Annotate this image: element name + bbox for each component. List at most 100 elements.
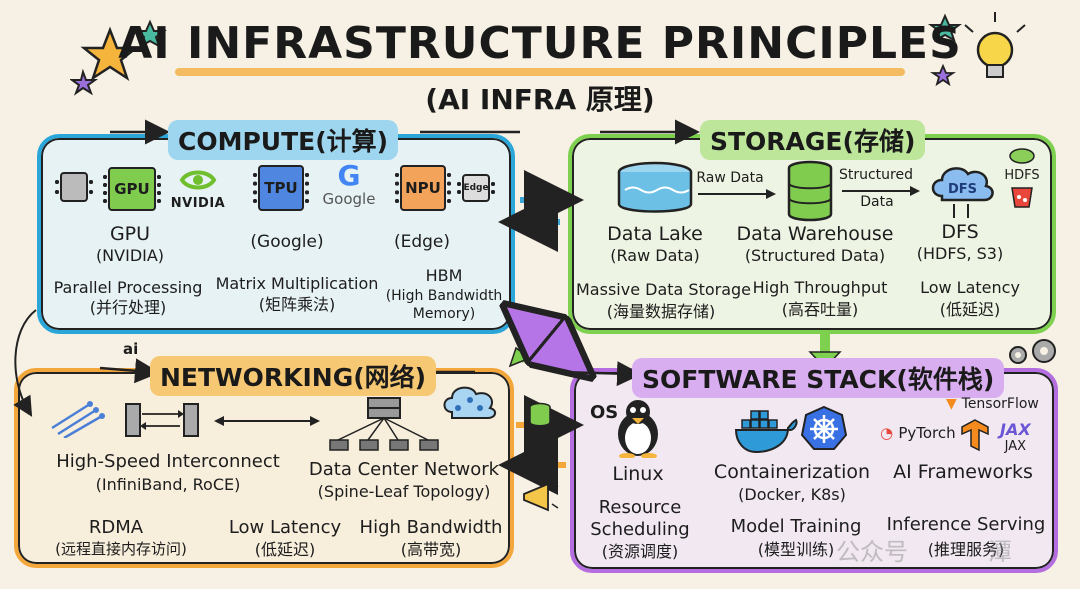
tpu-sub-label: (Google)	[250, 232, 324, 252]
hdfs-logo-icon: HDFS	[998, 146, 1046, 213]
dfs-sub: (HDFS, S3)	[916, 244, 1004, 263]
pytorch-logo: ◔ PyTorch	[880, 424, 956, 442]
cpu-chip-icon	[55, 172, 93, 202]
docker-whale-icon	[734, 410, 798, 454]
database-icon	[787, 160, 833, 222]
software-panel	[570, 368, 1058, 573]
gear-icon	[1009, 339, 1056, 364]
jax-icon: JAX	[1000, 420, 1031, 439]
edge-chip-icon: Edge	[457, 174, 495, 202]
cloud-network-icon	[443, 386, 496, 419]
hdfs-logo-text: HDFS	[1004, 168, 1040, 183]
google-logo-icon: G Google	[318, 162, 380, 209]
tensorflow-icon: ▼	[946, 396, 962, 412]
containerization-label: Containerization	[713, 461, 871, 483]
storage-feature-latency-cn: (低延迟)	[939, 300, 1001, 319]
compute-feature-matrix: Matrix Multiplication	[215, 274, 379, 293]
storage-feature-throughput: High Throughput	[752, 278, 888, 297]
google-logo-text: Google	[322, 190, 376, 208]
software-feature-training-cn: (模型训练)	[757, 540, 835, 559]
tensorflow-cube-icon	[961, 419, 989, 452]
storage-feature-massive: Massive Data Storage	[576, 280, 752, 299]
network-feature-latency-cn: (低延迟)	[254, 540, 316, 559]
storage-feature-latency: Low Latency	[920, 278, 1020, 297]
decoration-stars-left	[70, 19, 167, 96]
network-feature-bandwidth-cn: (高带宽)	[400, 540, 462, 559]
star-icon	[80, 26, 140, 81]
interconnect-chips-icon	[125, 403, 199, 437]
storage-feature-throughput-cn: (高吞吐量)	[781, 300, 859, 319]
tensorflow-logo: ▼ TensorFlow	[946, 396, 1039, 412]
nvidia-logo-icon: NVIDIA	[168, 168, 228, 211]
storage-arrow2-label1: Structured	[838, 167, 913, 183]
storage-arrow2-label2: Data	[860, 194, 894, 210]
ai-frameworks-label: AI Frameworks	[893, 461, 1033, 483]
networking-title: NETWORKING(网络)	[150, 356, 437, 396]
compute-feature-parallel: Parallel Processing	[53, 278, 203, 297]
interconnect-label: High-Speed Interconnect	[56, 451, 280, 472]
data-warehouse-label: Data Warehouse	[736, 223, 894, 245]
network-bidirectional-arrow	[214, 416, 320, 426]
star-icon	[133, 19, 167, 49]
gpu-sub-label: (NVIDIA)	[95, 246, 165, 265]
dcn-label: Data Center Network	[308, 459, 500, 480]
gpu-chip-icon: GPU	[103, 167, 161, 211]
storage-feature-massive-cn: (海量数据存储)	[606, 302, 716, 321]
containerization-sub: (Docker, K8s)	[738, 485, 846, 504]
star-icon	[930, 63, 956, 87]
network-feature-rdma-cn: (远程直接内存访问)	[55, 540, 187, 558]
networking-panel	[14, 368, 514, 568]
dcn-sub: (Spine-Leaf Topology)	[317, 482, 491, 501]
software-feature-resource: Resource	[598, 497, 682, 518]
data-lake-icon	[617, 161, 693, 213]
ai-badge: ai	[123, 340, 139, 358]
software-feature-resource-cn: (资源调度)	[601, 542, 679, 561]
compute-title: COMPUTE(计算)	[168, 120, 399, 160]
software-feature-scheduling: Scheduling	[590, 519, 690, 540]
star-icon	[928, 13, 962, 43]
spine-leaf-topology-icon	[329, 397, 439, 451]
gpu-label: GPU	[109, 223, 151, 245]
compute-feature-hbm-sub2: Memory)	[412, 306, 476, 322]
network-lines-icon	[51, 401, 105, 438]
npu-sub-label: (Edge)	[393, 232, 451, 252]
network-feature-bandwidth: High Bandwidth	[359, 517, 503, 538]
compute-feature-hbm: HBM	[425, 266, 463, 285]
software-feature-inference: Inference Serving	[886, 514, 1046, 535]
storage-arrow1	[698, 189, 776, 199]
interconnect-sub: (InfiniBand, RoCE)	[95, 475, 241, 494]
kubernetes-icon	[800, 405, 848, 450]
watermark: 公众号潭	[836, 538, 1012, 566]
network-feature-latency: Low Latency	[228, 517, 342, 538]
storage-title: STORAGE(存储)	[700, 120, 926, 160]
compute-feature-matrix-cn: (矩阵乘法)	[258, 295, 336, 314]
decoration-stars-right	[928, 12, 1026, 87]
software-feature-inference-cn: (推理服务)	[927, 540, 1005, 559]
dfs-cloud-text: DFS	[948, 182, 977, 197]
dfs-label: DFS	[941, 221, 979, 243]
npu-chip-icon: NPU	[395, 165, 451, 211]
s3-bucket-icon	[1011, 187, 1033, 208]
linux-penguin-icon	[618, 400, 658, 458]
megaphone-icon	[523, 482, 559, 512]
os-badge: OS	[590, 402, 619, 423]
database-small-icon	[529, 402, 551, 427]
tpu-chip-icon: TPU	[253, 165, 309, 211]
page-subtitle: (AI INFRA 原理)	[425, 83, 655, 116]
nvidia-logo-text: NVIDIA	[170, 196, 226, 211]
linux-label: Linux	[612, 463, 664, 485]
software-feature-training: Model Training	[730, 516, 862, 537]
compute-feature-parallel-cn: (并行处理)	[89, 298, 167, 317]
data-warehouse-sub: (Structured Data)	[744, 246, 886, 265]
network-feature-rdma: RDMA	[88, 517, 144, 538]
compute-feature-hbm-sub1: (High Bandwidth	[385, 288, 503, 304]
jax-logo: JAX JAX	[1000, 420, 1031, 454]
data-lake-label: Data Lake	[607, 223, 703, 245]
jax-label: JAX	[1004, 439, 1027, 454]
storage-arrow1-label: Raw Data	[696, 170, 764, 186]
dfs-cloud-icon: DFS	[931, 167, 994, 218]
data-lake-sub: (Raw Data)	[610, 246, 700, 265]
page-title: AI INFRASTRUCTURE PRINCIPLES	[118, 18, 962, 69]
title-underline	[175, 68, 905, 76]
pytorch-icon: ◔	[880, 424, 899, 442]
